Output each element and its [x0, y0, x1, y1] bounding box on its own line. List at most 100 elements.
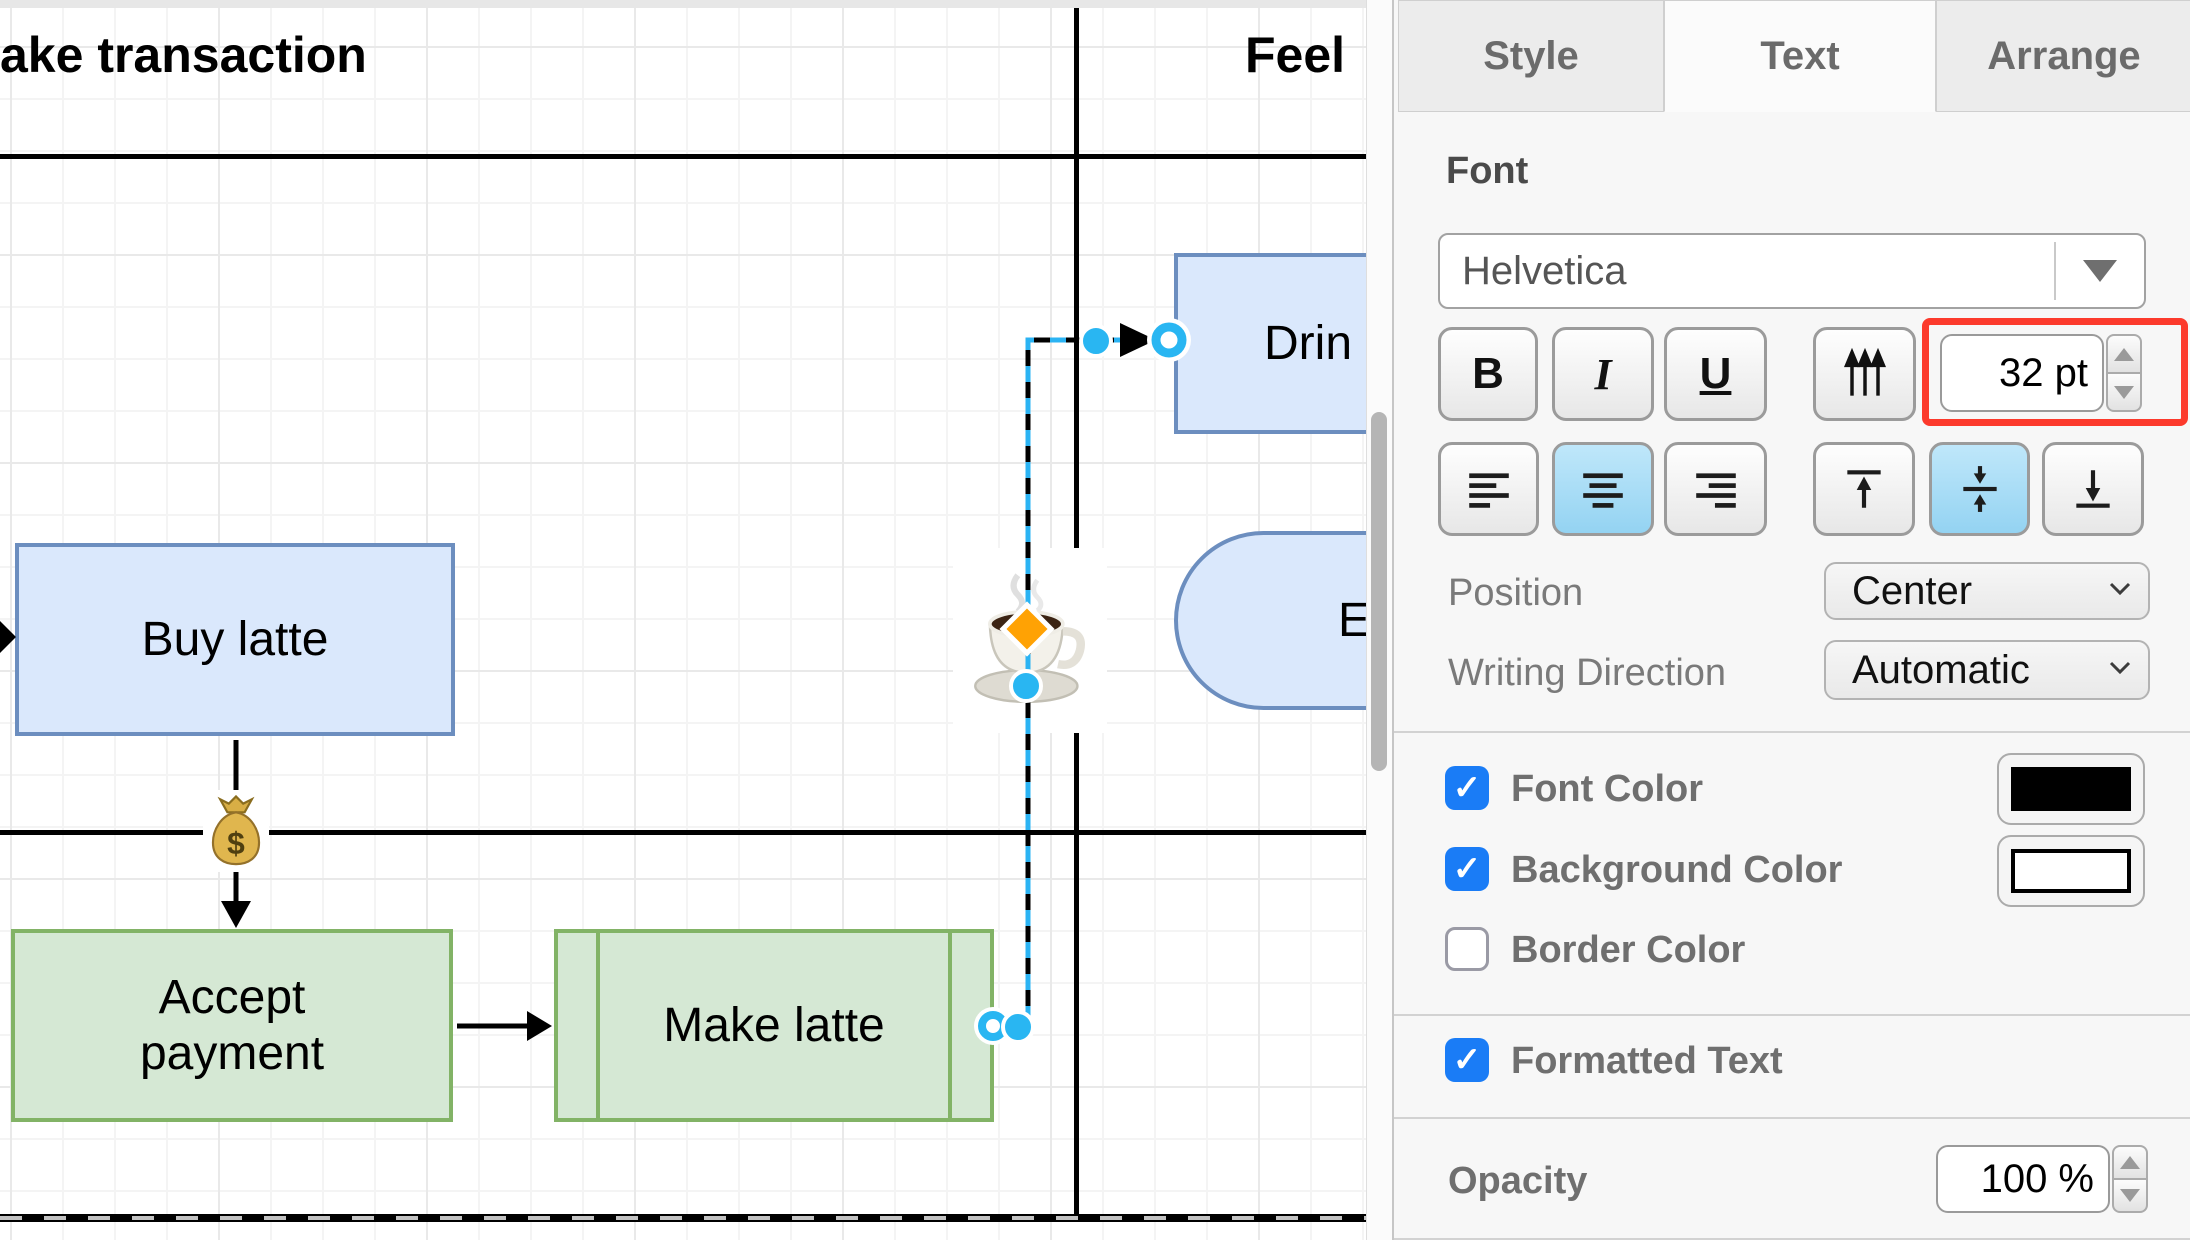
chevron-down-icon — [2108, 581, 2148, 602]
selected-edge-arrowhead — [1120, 323, 1156, 357]
align-center-icon — [1583, 473, 1623, 508]
stepper-up-icon — [2114, 347, 2134, 361]
font-size-input[interactable]: 32 pt — [1940, 334, 2104, 412]
opacity-increase-button[interactable] — [2112, 1145, 2148, 1180]
edge-waypoint-handle-bottom[interactable] — [1001, 1010, 1035, 1044]
font-section-heading: Font — [1446, 150, 1529, 192]
writing-direction-value: Automatic — [1852, 647, 2030, 692]
tab-text[interactable]: Text — [1664, 0, 1936, 112]
pool-bottom-border — [0, 1214, 1366, 1222]
subprocess-bar-left — [596, 933, 600, 1118]
font-color-checkbox[interactable]: ✓ — [1445, 766, 1489, 810]
opacity-decrease-button[interactable] — [2112, 1180, 2148, 1213]
valign-top-button[interactable] — [1813, 442, 1915, 536]
lane-title-make-transaction[interactable]: ake transaction — [0, 27, 367, 83]
italic-button[interactable]: I — [1552, 327, 1654, 421]
triangle-down-icon — [2083, 260, 2117, 282]
arrowhead-accept-to-make — [527, 1011, 552, 1041]
formatted-text-label: Formatted Text — [1511, 1040, 1783, 1082]
background-color-chip — [2011, 849, 2131, 893]
coffee-label-patch[interactable] — [953, 548, 1107, 733]
subprocess-bar-right — [948, 933, 952, 1118]
money-bag-label-patch[interactable]: $ — [203, 790, 269, 872]
italic-icon: I — [1594, 349, 1612, 399]
edge-waypoint-handle-top[interactable] — [1079, 324, 1113, 358]
shape-drink-latte[interactable]: Drin — [1174, 253, 1366, 434]
bold-icon: B — [1472, 349, 1504, 398]
tab-style[interactable]: Style — [1398, 0, 1664, 112]
align-left-button[interactable] — [1438, 442, 1539, 536]
lane-header-separator — [0, 154, 1366, 159]
money-bag-icon: $ — [211, 795, 261, 866]
font-family-combo[interactable]: Helvetica — [1438, 233, 2146, 309]
tutorial-highlight-box — [1922, 318, 2188, 426]
check-icon: ✓ — [1452, 769, 1482, 807]
align-right-icon — [1695, 473, 1736, 508]
writing-direction-select[interactable]: Automatic — [1824, 640, 2150, 700]
position-label: Position — [1448, 572, 1584, 614]
opacity-stepper — [2112, 1145, 2148, 1213]
font-size-value: 32 pt — [1999, 350, 2088, 395]
border-color-label: Border Color — [1511, 929, 1746, 971]
font-family-value: Helvetica — [1462, 248, 1627, 293]
underline-button[interactable]: U — [1664, 327, 1767, 421]
writing-direction-label: Writing Direction — [1448, 652, 1727, 694]
lane-title-feel[interactable]: Feel — [1245, 27, 1346, 83]
tab-arrange[interactable]: Arrange — [1936, 0, 2190, 112]
valign-middle-button[interactable] — [1929, 442, 2030, 536]
diagram-canvas[interactable]: ake transaction Feel Buy latte Accept pa… — [0, 0, 1366, 1240]
font-size-decrease-button[interactable] — [2106, 374, 2142, 412]
opacity-input[interactable]: 100 % — [1936, 1145, 2110, 1213]
scrollbar-thumb[interactable] — [1371, 412, 1387, 771]
vertical-text-button[interactable] — [1813, 327, 1916, 421]
valign-bottom-icon — [2076, 470, 2110, 508]
position-select[interactable]: Center — [1824, 562, 2150, 620]
font-family-dropdown-button[interactable] — [2056, 260, 2144, 282]
align-center-button[interactable] — [1552, 442, 1654, 536]
stepper-up-icon — [2120, 1156, 2140, 1169]
section-divider — [1394, 1238, 2190, 1240]
arrowhead-buy-to-accept — [221, 901, 251, 928]
shape-end-terminator[interactable]: E — [1174, 531, 1366, 710]
shape-end-label: E — [1338, 593, 1366, 647]
font-size-increase-button[interactable] — [2106, 334, 2142, 374]
font-color-swatch-button[interactable] — [1997, 753, 2145, 825]
shape-buy-latte[interactable]: Buy latte — [15, 543, 455, 736]
check-icon: ✓ — [1452, 850, 1482, 888]
combo-separator — [2054, 242, 2056, 300]
background-color-swatch-button[interactable] — [1997, 835, 2145, 907]
font-color-label: Font Color — [1511, 768, 1704, 810]
incoming-arrowhead — [0, 621, 16, 653]
shape-make-latte-label: Make latte — [663, 998, 885, 1052]
coffee-cup-icon — [974, 572, 1085, 703]
shape-drink-latte-label: Drin — [1264, 316, 1353, 370]
shape-make-latte[interactable]: Make latte — [554, 929, 994, 1122]
font-size-stepper — [2106, 334, 2142, 412]
underline-icon: U — [1699, 349, 1732, 398]
svg-text:$: $ — [227, 825, 245, 861]
section-divider — [1394, 1014, 2190, 1016]
stepper-down-icon — [2114, 385, 2134, 399]
position-value: Center — [1852, 568, 1973, 613]
page-top-margin — [0, 0, 1366, 8]
valign-top-icon — [1847, 470, 1881, 508]
chevron-down-icon — [2108, 660, 2148, 681]
formatted-text-checkbox[interactable]: ✓ — [1445, 1038, 1489, 1082]
section-divider — [1394, 1117, 2190, 1119]
border-color-checkbox[interactable] — [1445, 927, 1489, 971]
section-divider — [1394, 731, 2190, 733]
align-right-button[interactable] — [1664, 442, 1767, 536]
bold-button[interactable]: B — [1438, 327, 1538, 421]
font-color-chip — [2011, 767, 2131, 811]
align-left-icon — [1468, 473, 1509, 508]
shape-buy-latte-label: Buy latte — [141, 612, 329, 666]
shape-accept-payment[interactable]: Accept payment — [11, 929, 453, 1122]
tab-arrange-label: Arrange — [1987, 33, 2141, 78]
tab-style-label: Style — [1483, 33, 1579, 78]
canvas-vertical-scrollbar[interactable] — [1366, 0, 1392, 1240]
check-icon: ✓ — [1452, 1041, 1482, 1079]
shape-accept-payment-label: Accept payment — [139, 971, 325, 1080]
background-color-checkbox[interactable]: ✓ — [1445, 847, 1489, 891]
valign-bottom-button[interactable] — [2042, 442, 2144, 536]
